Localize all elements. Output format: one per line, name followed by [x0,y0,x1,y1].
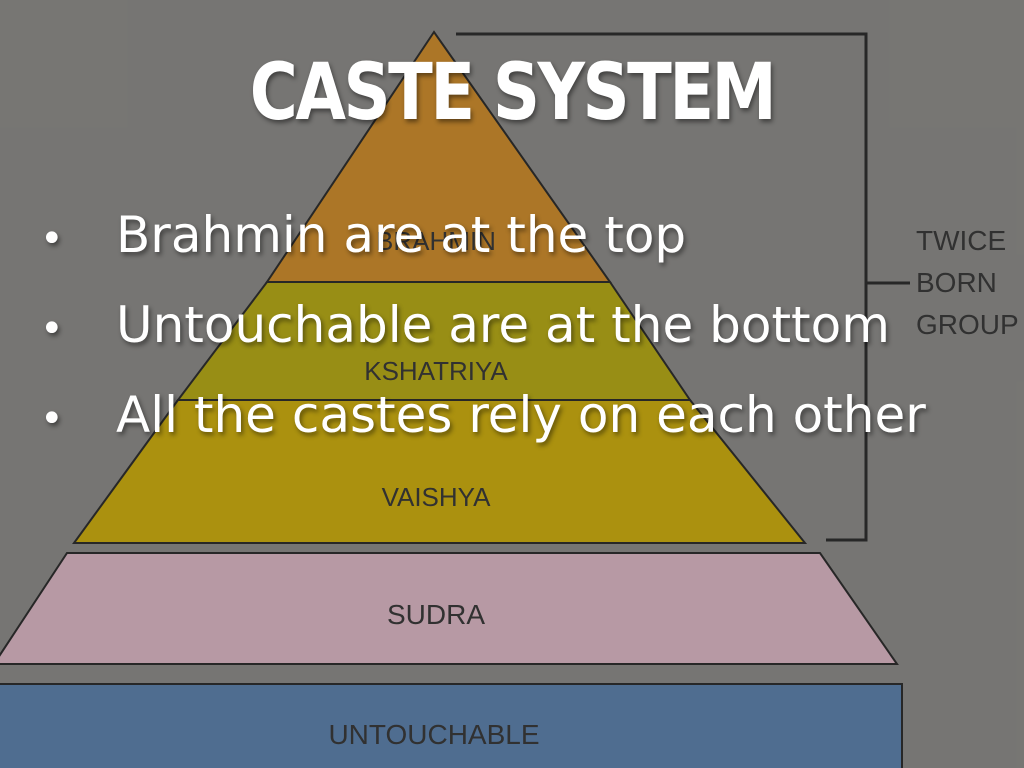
tier-label-kshatriya: KSHATRIYA [364,356,508,386]
bracket-label-line-3: GROUP [916,309,1019,340]
tier-label-vaishya: VAISHYA [382,482,492,512]
bullet-list: • Brahmin are at the top • Untouchable a… [40,200,926,470]
bullet-item: • Untouchable are at the bottom [40,290,926,380]
slide-title: CASTE SYSTEM [249,48,777,138]
tier-label-untouchable: UNTOUCHABLE [328,719,539,750]
bracket-label-line-1: TWICE [916,225,1006,256]
bullet-item: • All the castes rely on each other [40,380,926,470]
tier-label-brahmin: BRAHMIN [376,226,496,256]
bullet-dot-icon: • [40,306,64,352]
bracket-label-line-2: BORN [916,267,997,298]
bullet-text: Brahmin are at the top [116,206,687,264]
tier-sudra [0,552,899,665]
twice-born-bracket [456,32,868,542]
tier-label-sudra: SUDRA [387,599,485,630]
tier-untouchable [0,683,903,768]
bullet-text: Untouchable are at the bottom [116,296,890,354]
bullet-dot-icon: • [40,216,64,262]
bullet-dot-icon: • [40,396,64,442]
bullet-text: All the castes rely on each other [116,386,926,444]
tier-vaishya [72,399,808,544]
bullet-item: • Brahmin are at the top [40,200,926,290]
